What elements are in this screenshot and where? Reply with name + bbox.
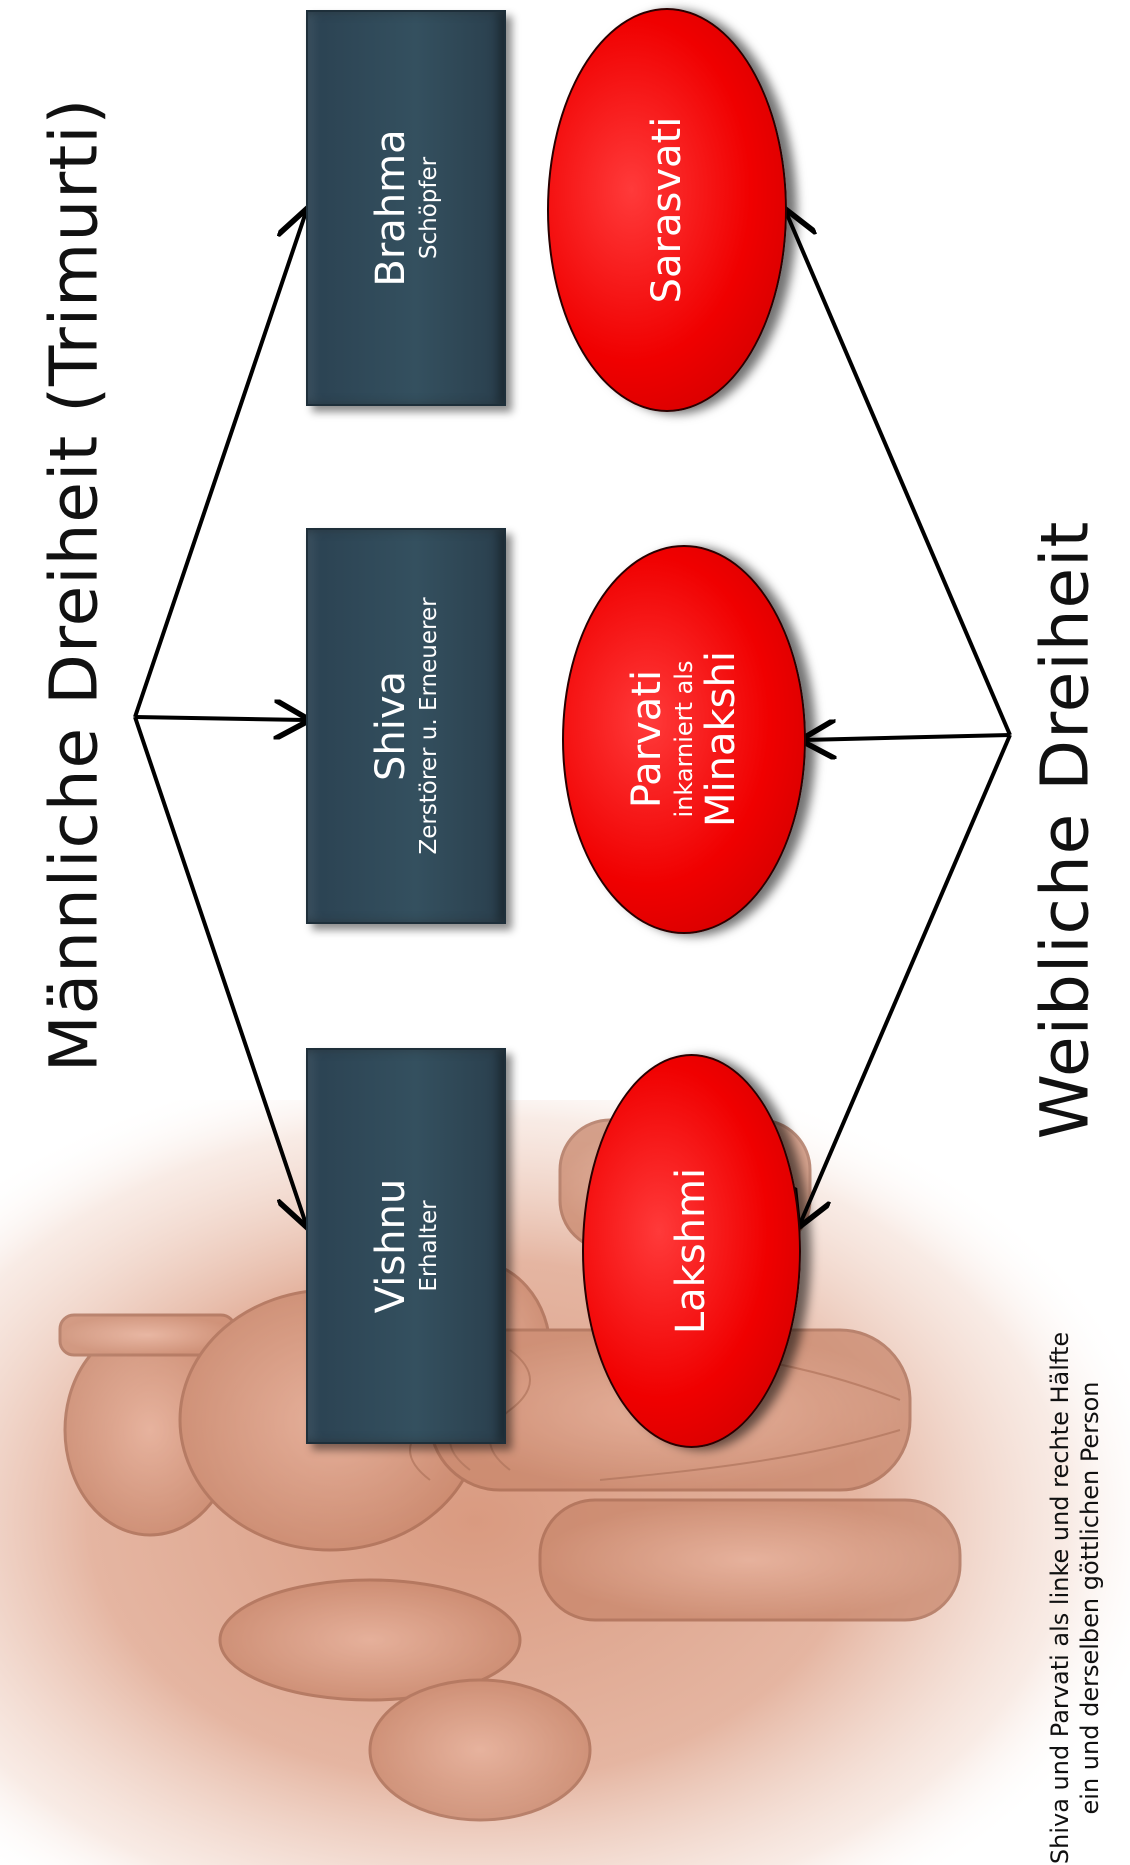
lakshmi-name: Lakshmi: [668, 1167, 714, 1335]
sarasvati-ellipse: Sarasvati: [547, 8, 787, 412]
caption-line-2: ein und derselben göttlichen Person: [1076, 1381, 1104, 1815]
parvati-subtitle: inkarniert als: [670, 660, 698, 818]
arrow-to-vishnu: [133, 716, 306, 1224]
arrow-to-shiva: [134, 717, 306, 720]
image-caption: Shiva und Parvati als linke und rechte H…: [1045, 1332, 1105, 1864]
shiva-name: Shiva: [368, 670, 414, 782]
vishnu-name: Vishnu: [368, 1178, 414, 1314]
parvati-ellipse: Parvati inkarniert als Minakshi: [562, 545, 806, 934]
shiva-box: Shiva Zerstörer u. Erneuerer: [306, 528, 506, 924]
lakshmi-ellipse: Lakshmi: [582, 1054, 801, 1448]
arrow-to-sarasvati: [786, 212, 1012, 736]
vishnu-box: Vishnu Erhalter: [306, 1048, 506, 1444]
brahma-name: Brahma: [368, 129, 414, 287]
brahma-box: Brahma Schöpfer: [306, 10, 506, 406]
sarasvati-name: Sarasvati: [644, 116, 690, 304]
arrow-to-brahma: [133, 212, 306, 718]
arrow-to-lakshmi: [800, 734, 1012, 1224]
caption-line-1: Shiva und Parvati als linke und rechte H…: [1046, 1331, 1074, 1865]
arrow-to-parvati: [804, 735, 1011, 740]
brahma-role: Schöpfer: [416, 156, 442, 260]
shiva-role: Zerstörer u. Erneuerer: [416, 597, 442, 855]
vishnu-role: Erhalter: [416, 1200, 442, 1292]
male-triad-title: Männliche Dreiheit (Trimurti): [35, 97, 113, 1073]
minakshi-name: Minakshi: [698, 651, 744, 827]
parvati-name: Parvati: [624, 669, 670, 809]
female-triad-title: Weibliche Dreiheit: [1026, 520, 1104, 1140]
